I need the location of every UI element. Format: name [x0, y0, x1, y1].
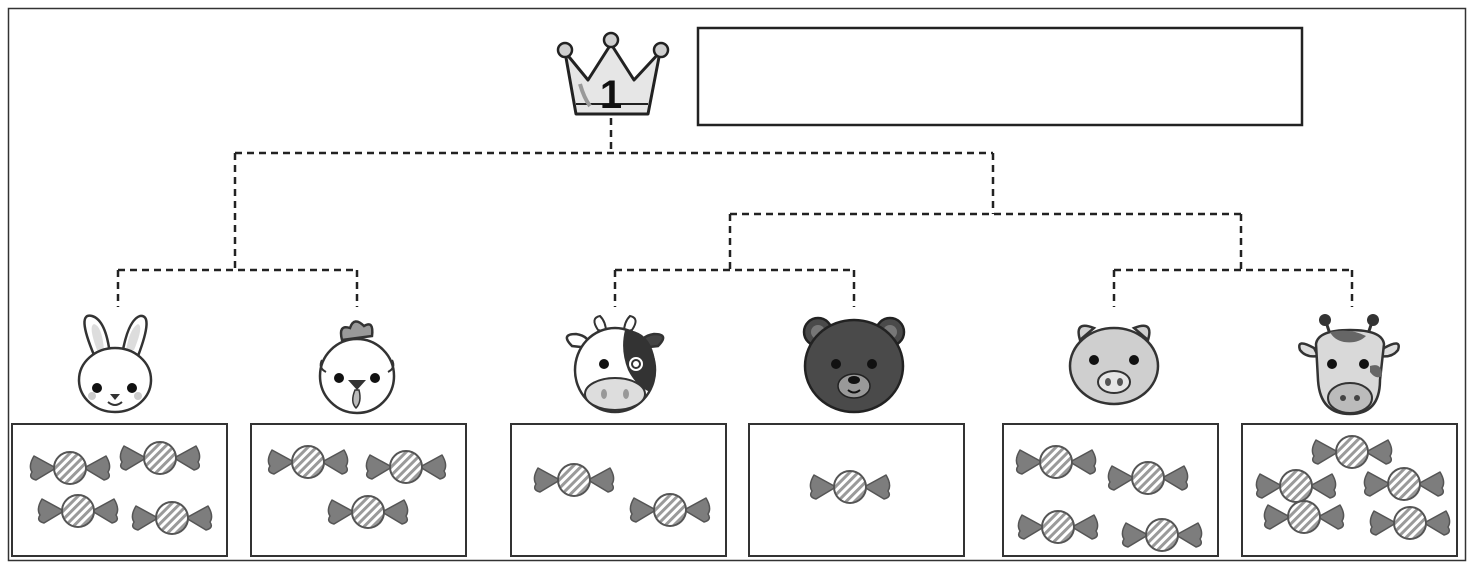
rabbit-icon [77, 314, 153, 414]
outer-frame [7, 7, 1467, 562]
crown-rank-label: 1 [600, 73, 622, 117]
cow-icon [565, 314, 665, 414]
answer-box[interactable] [696, 26, 1304, 127]
candy-box-rabbit [11, 423, 228, 557]
crown-icon: 1 [556, 31, 670, 117]
pig-icon [1068, 324, 1160, 406]
bear-icon [802, 316, 906, 414]
candy-box-cow [510, 423, 727, 557]
bracket-lines [116, 118, 1354, 307]
chicken-icon [318, 320, 396, 415]
candy-box-chicken [250, 423, 467, 557]
giraffe-icon [1298, 314, 1400, 416]
candy-boxes [11, 423, 1458, 557]
